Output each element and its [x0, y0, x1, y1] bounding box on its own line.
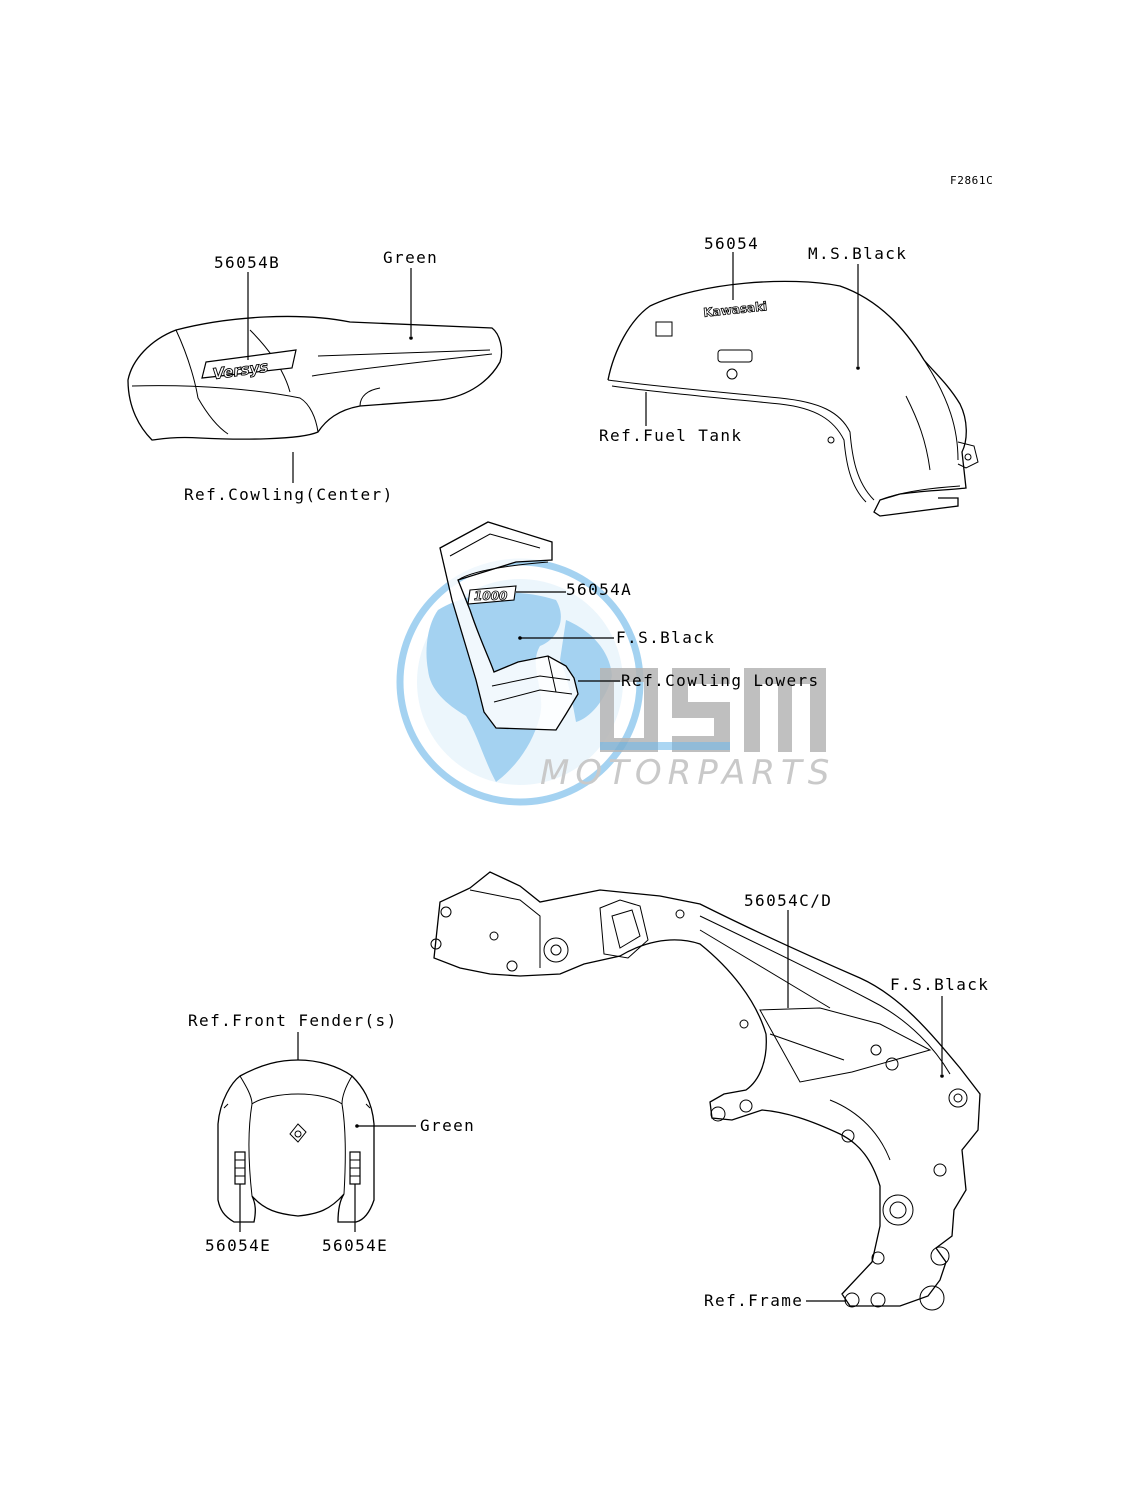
- label-ms-black: M.S.Black: [808, 244, 907, 263]
- label-ref-cowling-lowers: Ref.Cowling Lowers: [621, 671, 820, 690]
- frame-part: [430, 871, 981, 1311]
- label-56054CD: 56054C/D: [744, 891, 832, 910]
- label-ref-frame: Ref.Frame: [704, 1291, 803, 1310]
- label-ref-fuel-tank: Ref.Fuel Tank: [599, 426, 742, 445]
- label-56054B: 56054B: [214, 253, 280, 272]
- watermark-subtext: MOTORPARTS: [540, 753, 835, 793]
- cowling-lowers-part: 1000: [439, 521, 579, 731]
- label-ref-cowling-center: Ref.Cowling(Center): [184, 485, 394, 504]
- figure-code: F2861C: [950, 174, 993, 187]
- label-56054E-left: 56054E: [205, 1236, 271, 1255]
- label-green-fender: Green: [420, 1116, 475, 1135]
- label-56054: 56054: [704, 234, 759, 253]
- label-56054A: 56054A: [566, 580, 632, 599]
- fuel-tank-part: Kawasaki: [607, 280, 979, 517]
- label-fs-black-frame: F.S.Black: [890, 975, 989, 994]
- cowling-center-part: Versys: [127, 315, 503, 441]
- model-1000-decal: 1000: [467, 585, 517, 605]
- watermark-osm-letters: [600, 668, 826, 752]
- model-1000-decal-text: 1000: [474, 589, 507, 603]
- front-fender-part: [217, 1059, 375, 1223]
- label-ref-front-fender: Ref.Front Fender(s): [188, 1011, 398, 1030]
- label-fs-black-lower: F.S.Black: [616, 628, 715, 647]
- label-green-center: Green: [383, 248, 438, 267]
- label-56054E-right: 56054E: [322, 1236, 388, 1255]
